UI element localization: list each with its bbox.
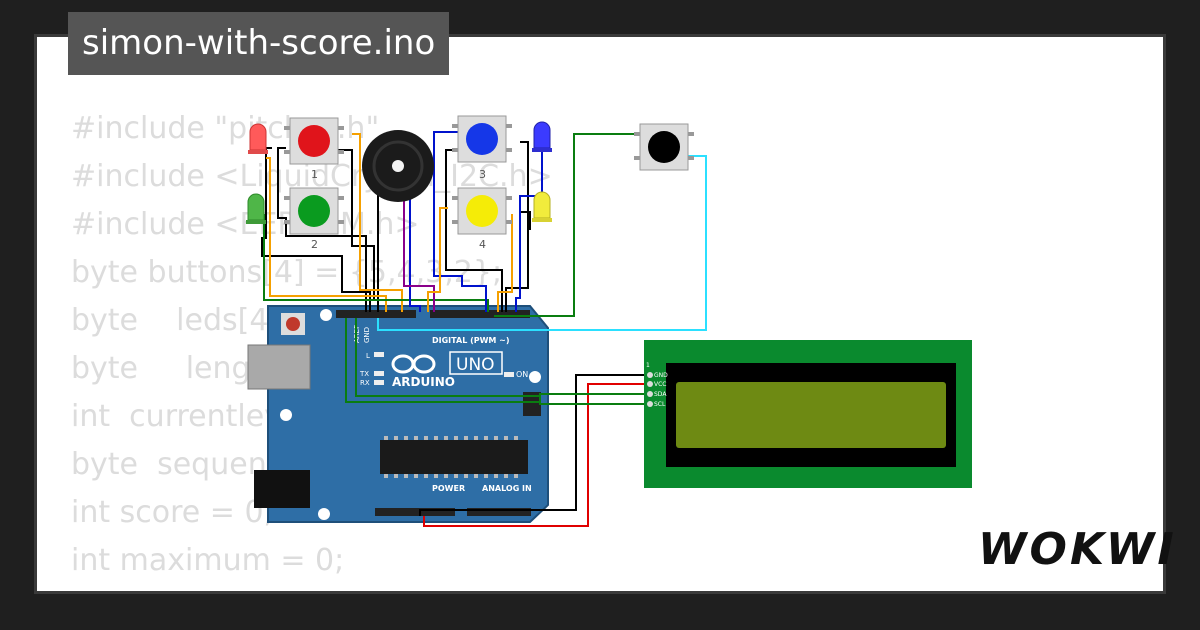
mount-hole bbox=[320, 309, 332, 321]
icsp-header bbox=[523, 392, 541, 416]
lcd-pin-sda: SDA bbox=[654, 391, 667, 398]
mount-hole bbox=[318, 508, 330, 520]
pushbutton-label: 1 bbox=[311, 168, 318, 181]
usb-port bbox=[247, 344, 311, 390]
lcd-pin-gnd: GND bbox=[654, 372, 668, 379]
pushbutton-label: 2 bbox=[311, 238, 318, 251]
tx-label: TX bbox=[359, 370, 369, 378]
header-power bbox=[375, 508, 455, 516]
digital-label: DIGITAL (PWM ~) bbox=[432, 336, 510, 345]
rx-label: RX bbox=[360, 379, 370, 387]
lcd-pin1-label: 1 bbox=[646, 362, 650, 369]
mount-hole bbox=[280, 409, 292, 421]
lcd-pin-vcc: VCC bbox=[654, 381, 666, 388]
header-analog bbox=[467, 508, 531, 516]
code-line: int maximum = 0; bbox=[71, 543, 345, 578]
led-yellow[interactable] bbox=[532, 191, 552, 222]
lcd-pin-scl: SCL bbox=[654, 401, 666, 408]
l-label: L bbox=[366, 352, 370, 360]
power-jack bbox=[254, 470, 310, 508]
header-left bbox=[336, 310, 416, 318]
led-blue[interactable] bbox=[532, 121, 552, 152]
pushbutton-black[interactable] bbox=[634, 123, 694, 171]
pushbutton-red[interactable]: 1 bbox=[284, 117, 344, 181]
pushbutton-green[interactable]: 2 bbox=[284, 187, 344, 251]
lcd-screen bbox=[676, 382, 946, 448]
project-title: simon-with-score.ino bbox=[68, 12, 450, 75]
arduino-logo: ARDUINO UNO bbox=[391, 351, 503, 389]
wokwi-logo: WOKWI bbox=[978, 524, 1177, 575]
led-red[interactable] bbox=[248, 123, 268, 154]
power-label: POWER bbox=[432, 484, 465, 493]
reset-button[interactable] bbox=[286, 317, 300, 331]
arduino-uno-board[interactable]: AREF GND DIGITAL (PWM ~) L TX RX ON ARDU… bbox=[247, 305, 549, 523]
mount-hole bbox=[529, 371, 541, 383]
gnd-label: GND bbox=[363, 327, 371, 343]
led-green[interactable] bbox=[246, 193, 266, 224]
uno-label: UNO bbox=[456, 355, 495, 375]
buzzer[interactable] bbox=[362, 130, 434, 202]
pushbutton-label: 3 bbox=[479, 168, 486, 181]
lcd-display[interactable]: 1 GND VCC SDA SCL bbox=[644, 340, 972, 488]
pushbutton-yellow[interactable]: 4 bbox=[452, 187, 512, 251]
code-line: byte sequence bbox=[71, 447, 302, 482]
header-digital bbox=[430, 310, 530, 318]
on-label: ON bbox=[516, 370, 528, 379]
analog-label: ANALOG IN bbox=[482, 484, 532, 493]
pushbutton-label: 4 bbox=[479, 238, 486, 251]
pushbutton-blue[interactable]: 3 bbox=[452, 115, 512, 181]
arduino-logo-text: ARDUINO bbox=[392, 375, 455, 389]
atmega-chip bbox=[380, 440, 528, 474]
